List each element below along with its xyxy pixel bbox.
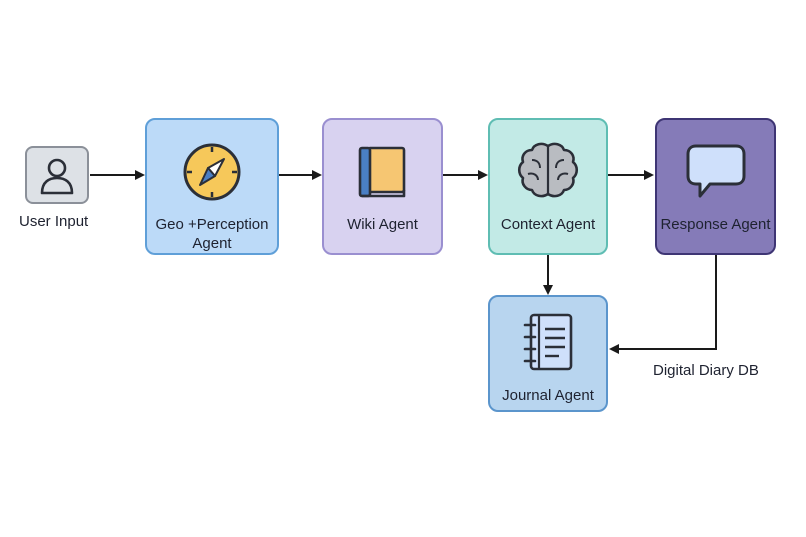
- response-agent-label: Response Agent: [660, 216, 771, 233]
- journal-agent-label: Journal Agent: [502, 387, 594, 404]
- geo-label-line2: Agent: [192, 235, 232, 252]
- user-icon: [27, 156, 87, 196]
- journal-agent-node: Journal Agent: [488, 295, 608, 412]
- brain-icon: [490, 140, 606, 200]
- digital-diary-db-label: Digital Diary DB: [653, 362, 759, 379]
- geo-label-line1: Geo +Perception: [155, 216, 269, 233]
- arrow-response-to-journal: [609, 255, 717, 354]
- wiki-agent-node: Wiki Agent: [322, 118, 443, 255]
- context-agent-label: Context Agent: [500, 216, 596, 233]
- response-agent-node: Response Agent: [655, 118, 776, 255]
- context-agent-node: Context Agent: [488, 118, 608, 255]
- user-input-node: [25, 146, 89, 204]
- speech-bubble-icon: [657, 142, 774, 202]
- geo-perception-agent-node: Geo +Perception Agent: [145, 118, 279, 255]
- wiki-agent-label: Wiki Agent: [347, 216, 418, 233]
- notebook-icon: [490, 311, 606, 373]
- compass-icon: [147, 142, 277, 202]
- book-icon: [324, 144, 441, 202]
- user-input-label: User Input: [19, 213, 89, 230]
